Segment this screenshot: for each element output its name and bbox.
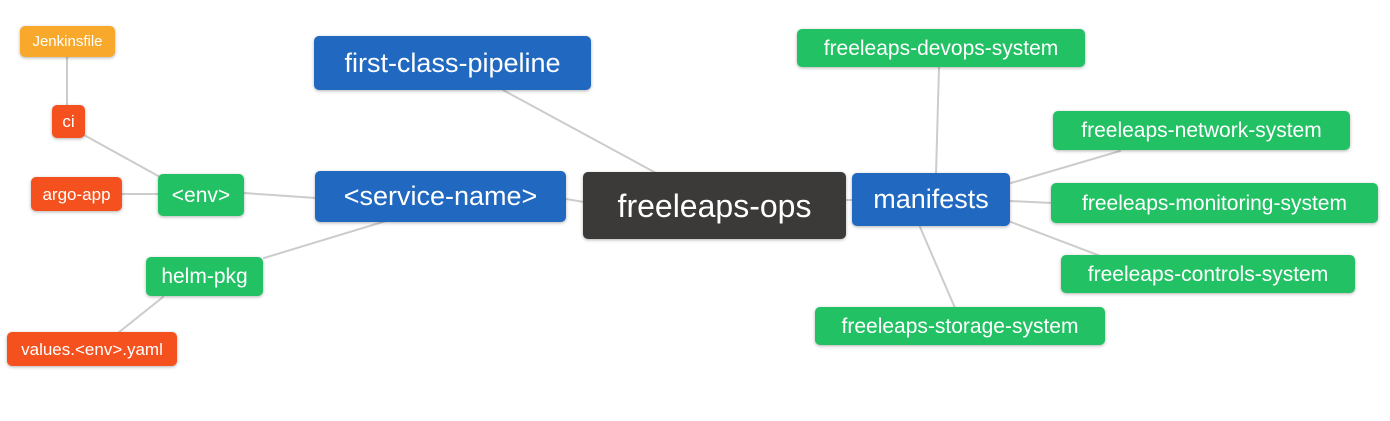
node-label: freeleaps-monitoring-system (1082, 191, 1347, 215)
node-devops-system[interactable]: freeleaps-devops-system (797, 29, 1085, 67)
edge-service-name-to-freeleaps-ops (565, 198, 585, 203)
node-network-system[interactable]: freeleaps-network-system (1053, 111, 1350, 150)
node-label: freeleaps-ops (617, 187, 812, 224)
node-ci[interactable]: ci (52, 105, 85, 138)
edge-values-env-yaml-to-helm-pkg (117, 296, 164, 334)
edge-manifests-to-storage-system (919, 226, 956, 309)
node-label: values.<env>.yaml (21, 339, 163, 359)
edge-manifests-to-controls-system (1010, 221, 1104, 258)
node-label: helm-pkg (161, 265, 248, 288)
node-label: freeleaps-storage-system (841, 314, 1079, 338)
edge-service-name-to-helm-pkg (263, 220, 387, 259)
node-first-class-pipeline[interactable]: first-class-pipeline (314, 36, 591, 90)
node-monitoring-system[interactable]: freeleaps-monitoring-system (1051, 183, 1378, 223)
node-storage-system[interactable]: freeleaps-storage-system (815, 307, 1105, 345)
node-label: freeleaps-network-system (1081, 119, 1322, 142)
edge-first-class-pipeline-to-freeleaps-ops (502, 89, 657, 174)
node-freeleaps-ops[interactable]: freeleaps-ops (583, 172, 846, 239)
edge-env-to-service-name (243, 192, 317, 199)
node-env[interactable]: <env> (158, 174, 244, 216)
node-service-name[interactable]: <service-name> (315, 171, 566, 222)
edge-manifests-to-monitoring-system (1009, 200, 1053, 204)
node-controls-system[interactable]: freeleaps-controls-system (1061, 255, 1355, 293)
edge-manifests-to-network-system (1010, 150, 1121, 184)
node-label: <service-name> (343, 181, 538, 211)
node-helm-pkg[interactable]: helm-pkg (146, 257, 263, 296)
node-argo-app[interactable]: argo-app (31, 177, 122, 211)
node-manifests[interactable]: manifests (852, 173, 1010, 226)
node-label: first-class-pipeline (344, 47, 561, 78)
node-label: freeleaps-controls-system (1087, 262, 1329, 286)
node-label: argo-app (42, 184, 111, 204)
node-label: Jenkinsfile (32, 33, 103, 50)
node-label: ci (62, 112, 75, 131)
edge-manifests-to-devops-system (935, 66, 940, 175)
node-jenkinsfile[interactable]: Jenkinsfile (20, 26, 115, 57)
edge-ci-to-env (83, 134, 161, 178)
node-label: freeleaps-devops-system (823, 36, 1059, 60)
node-label: manifests (873, 184, 989, 214)
node-label: <env> (171, 183, 231, 207)
node-values-env-yaml[interactable]: values.<env>.yaml (7, 332, 177, 366)
